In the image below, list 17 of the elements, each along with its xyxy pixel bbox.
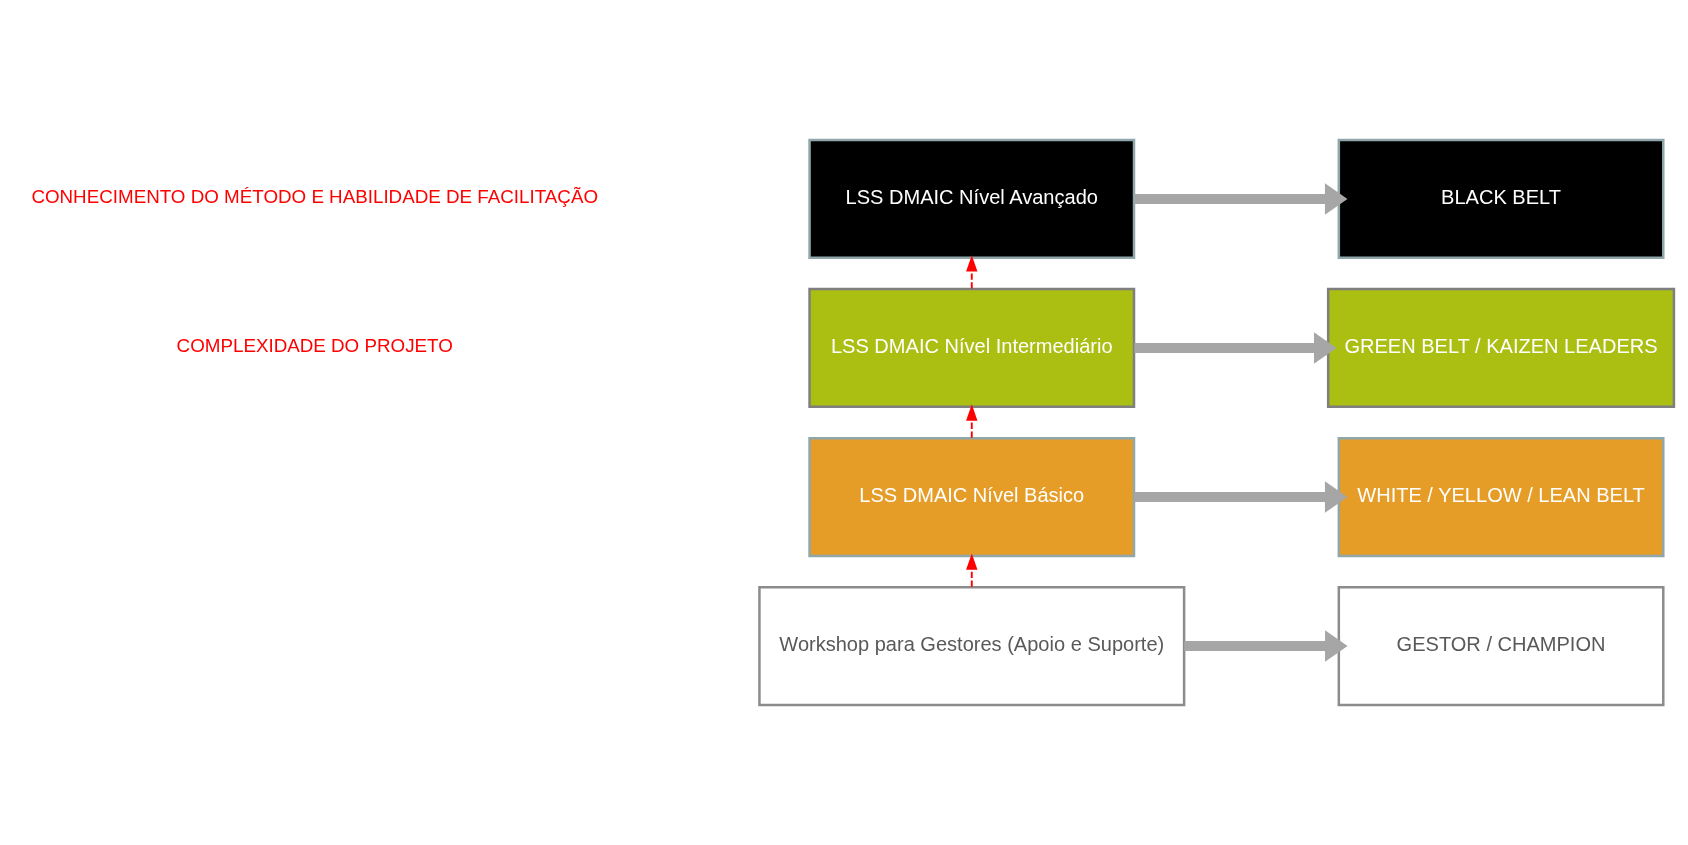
arrow [1134,332,1337,364]
node-box: Workshop para Gestores (Apoio e Suporte) [758,585,1186,707]
arrow [1134,481,1348,513]
node-box: GREEN BELT / KAIZEN LEADERS [1326,287,1676,409]
arrow [1184,630,1348,662]
node-box: LSS DMAIC Nível Básico [808,436,1136,558]
label: CONHECIMENTO DO MÉTODO E HABILIDADE DE FACILITAÇÃO [31,186,599,208]
node-box: WHITE / YELLOW / LEAN BELT [1337,436,1665,558]
node-box: LSS DMAIC Nível Intermediário [808,287,1136,409]
arrow [966,553,978,588]
arrow [966,404,978,439]
arrow [966,255,978,290]
arrow [1134,183,1348,215]
label: COMPLEXIDADE DO PROJETO [176,335,453,357]
node-box: LSS DMAIC Nível Avançado [808,138,1136,260]
node-box: GESTOR / CHAMPION [1337,585,1665,707]
node-box: BLACK BELT [1337,138,1665,260]
